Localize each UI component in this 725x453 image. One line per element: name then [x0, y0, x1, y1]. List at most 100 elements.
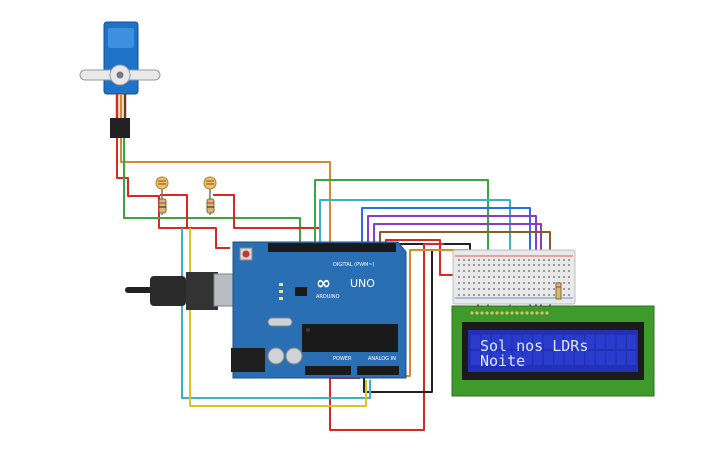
breadboard-hole: [568, 270, 570, 272]
breadboard-hole: [468, 276, 470, 278]
breadboard-hole: [533, 282, 535, 284]
wire-yellow-ldr[interactable]: [189, 228, 367, 407]
brand-label: ARDUINO: [316, 294, 340, 300]
power-label: POWER: [333, 356, 352, 362]
breadboard-hole: [568, 294, 570, 296]
lcd-cell: [512, 351, 522, 365]
breadboard-hole: [488, 264, 490, 266]
servo-connector: [110, 118, 130, 138]
breadboard-hole: [538, 282, 540, 284]
breadboard-hole: [513, 282, 515, 284]
breadboard-hole: [473, 270, 475, 272]
breadboard-hole: [458, 282, 460, 284]
breadboard-hole: [458, 288, 460, 290]
breadboard-hole: [523, 276, 525, 278]
lcd-16x2[interactable]: Sol nos LDRs Noite: [451, 305, 655, 397]
power-header: [305, 366, 351, 375]
breadboard-hole: [483, 288, 485, 290]
lcd-cell: [512, 335, 522, 349]
chip-notch-icon: [306, 328, 310, 332]
ldr-1-head-icon: [155, 176, 169, 190]
breadboard-hole: [488, 259, 490, 261]
breadboard-hole: [553, 282, 555, 284]
breadboard-hole: [508, 282, 510, 284]
breadboard-hole: [508, 270, 510, 272]
breadboard-hole: [498, 270, 500, 272]
wire-purple-2[interactable]: [373, 223, 542, 268]
wire-teal-top[interactable]: [319, 199, 511, 268]
breadboard-hole: [563, 294, 565, 296]
breadboard-hole: [503, 264, 505, 266]
breadboard-hole: [558, 270, 560, 272]
lcd-pin: [545, 311, 549, 315]
breadboard-hole: [568, 288, 570, 290]
breadboard-hole: [558, 264, 560, 266]
breadboard-hole: [563, 276, 565, 278]
lcd-cell: [523, 351, 532, 365]
breadboard-hole: [518, 276, 520, 278]
arduino-uno[interactable]: DIGITAL (PWM~) ∞ UNO ARDUINO POWER ANALO…: [231, 241, 407, 379]
lcd-pin: [480, 311, 484, 315]
breadboard-hole: [463, 288, 465, 290]
ldr-sensor-1[interactable]: [155, 176, 169, 215]
wire-red-ldr[interactable]: [160, 194, 188, 228]
breadboard-hole: [558, 259, 560, 261]
led-rx-icon: [279, 297, 283, 300]
lcd-cells: [471, 335, 636, 365]
wire-cyan-ldr[interactable]: [181, 228, 371, 399]
lcd-pin: [495, 311, 499, 315]
breadboard-hole: [523, 270, 525, 272]
breadboard-hole: [503, 288, 505, 290]
breadboard-hole: [568, 276, 570, 278]
power-jack[interactable]: [231, 348, 265, 372]
breadboard-hole: [478, 264, 480, 266]
breadboard-hole: [548, 282, 550, 284]
breadboard-hole: [488, 270, 490, 272]
breadboard-hole: [488, 282, 490, 284]
lcd-cell: [554, 335, 564, 349]
breadboard-hole: [533, 276, 535, 278]
breadboard-hole: [543, 276, 545, 278]
lcd-cell: [616, 351, 626, 365]
breadboard-hole: [528, 259, 530, 261]
wire-purple-1[interactable]: [367, 215, 537, 268]
breadboard-hole: [538, 276, 540, 278]
ldr-sensor-2[interactable]: [203, 176, 217, 215]
breadboard-hole: [528, 282, 530, 284]
breadboard-hole: [508, 259, 510, 261]
breadboard-hole: [508, 264, 510, 266]
microcontroller-chip: [302, 324, 398, 352]
lcd-cell: [564, 351, 574, 365]
crystal-oscillator: [267, 317, 293, 327]
breadboard-hole: [478, 276, 480, 278]
breadboard-hole: [568, 259, 570, 261]
breadboard-hole: [463, 276, 465, 278]
wire-green-servo[interactable]: [123, 138, 301, 250]
breadboard-hole: [508, 288, 510, 290]
breadboard-hole: [538, 270, 540, 272]
lcd-cell: [606, 335, 616, 349]
breadboard-hole: [513, 259, 515, 261]
servo-motor[interactable]: [79, 21, 161, 138]
wire-blue-top[interactable]: [361, 207, 531, 268]
lcd-cell: [585, 351, 595, 365]
wire-red-servo[interactable]: [116, 138, 230, 249]
lcd-pin: [500, 311, 504, 315]
analog-label: ANALOG IN: [368, 356, 396, 362]
lcd-pin: [470, 311, 474, 315]
breadboard[interactable]: [452, 249, 576, 305]
breadboard-hole: [463, 264, 465, 266]
breadboard-hole: [483, 259, 485, 261]
breadboard-hole: [463, 259, 465, 261]
led-tx-icon: [279, 290, 283, 293]
wire-orange-servo[interactable]: [120, 138, 331, 250]
usb-cable[interactable]: [125, 272, 259, 310]
breadboard-hole: [568, 282, 570, 284]
lcd-cell: [627, 335, 636, 349]
breadboard-hole: [518, 294, 520, 296]
lcd-pin: [490, 311, 494, 315]
breadboard-hole: [483, 270, 485, 272]
breadboard-hole: [518, 282, 520, 284]
lcd-cell: [502, 351, 512, 365]
